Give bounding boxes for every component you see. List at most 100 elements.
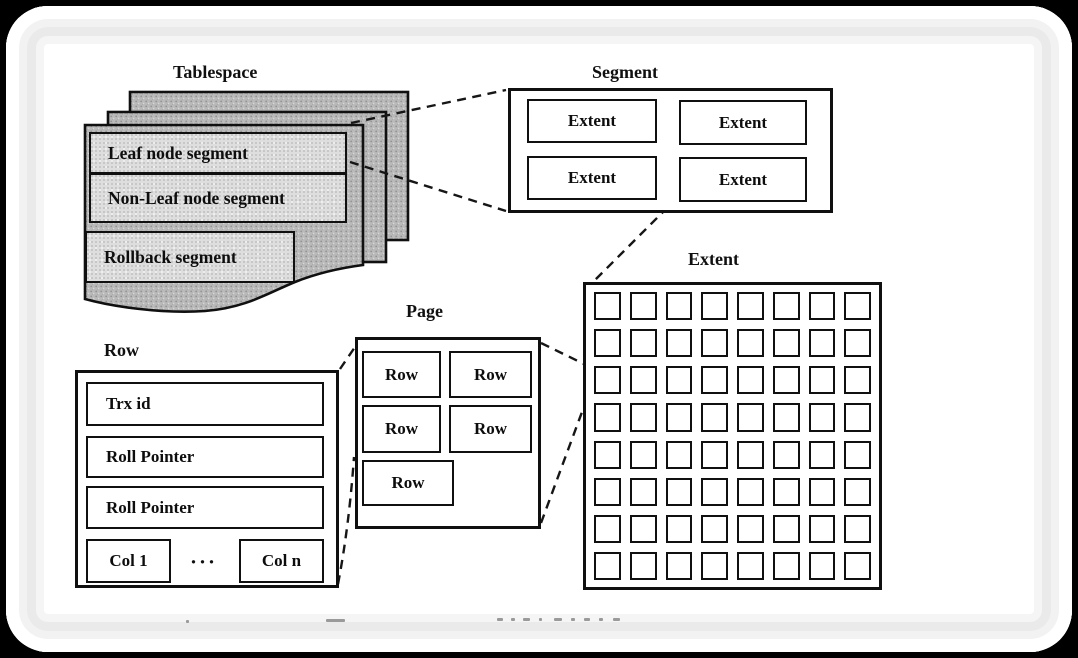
row-cell: Row xyxy=(362,460,454,506)
page-square xyxy=(808,514,836,543)
row-label: Row xyxy=(104,340,139,360)
non-leaf-node-segment-bar: Non-Leaf node segment xyxy=(89,173,347,223)
page-square xyxy=(737,514,764,543)
page-square xyxy=(772,292,800,321)
page-square xyxy=(844,440,871,469)
page-square xyxy=(737,329,764,358)
page-square xyxy=(844,329,871,358)
caption-fragment xyxy=(599,618,603,621)
row-box: Trx id Roll Pointer Roll Pointer Col 1 ·… xyxy=(75,370,339,588)
rollback-segment-bar: Rollback segment xyxy=(85,231,295,283)
extent-cell: Extent xyxy=(527,99,657,143)
page-square xyxy=(772,403,800,432)
row-cell: Row xyxy=(362,405,441,453)
page-square xyxy=(665,551,693,580)
page-square xyxy=(665,292,693,321)
page-square xyxy=(629,403,657,432)
leaf-node-segment-bar: Leaf node segment xyxy=(89,132,347,174)
page-square xyxy=(594,440,621,469)
page-square xyxy=(594,477,621,506)
roll-pointer-field: Roll Pointer xyxy=(86,486,324,529)
caption-fragment xyxy=(511,618,515,621)
page-square xyxy=(737,366,764,395)
caption-fragment xyxy=(497,618,503,621)
page-square xyxy=(772,477,800,506)
page-square xyxy=(629,551,657,580)
caption-fragment xyxy=(554,618,562,621)
extent-cell: Extent xyxy=(679,157,807,202)
page-square xyxy=(844,514,871,543)
tablespace-label: Tablespace xyxy=(173,62,258,82)
page-square xyxy=(844,551,871,580)
page-square xyxy=(701,514,728,543)
page-square xyxy=(808,366,836,395)
page-square xyxy=(629,366,657,395)
page-square xyxy=(594,329,621,358)
page-square xyxy=(772,329,800,358)
page-square xyxy=(629,514,657,543)
col-n-field: Col n xyxy=(239,539,324,583)
extent-cell: Extent xyxy=(527,156,657,200)
page-square xyxy=(844,403,871,432)
page-square xyxy=(629,440,657,469)
page-square xyxy=(701,403,728,432)
extent-cell: Extent xyxy=(679,100,807,145)
page-square xyxy=(665,514,693,543)
page-label: Page xyxy=(406,301,443,321)
page-square xyxy=(701,329,728,358)
page-square xyxy=(844,366,871,395)
page-square xyxy=(737,403,764,432)
page-square xyxy=(772,514,800,543)
page-square xyxy=(772,551,800,580)
page-square xyxy=(665,366,693,395)
page-square xyxy=(808,440,836,469)
page-square xyxy=(594,292,621,321)
page-square xyxy=(701,366,728,395)
page-square xyxy=(701,551,728,580)
caption-fragment xyxy=(571,618,575,621)
page-square xyxy=(629,329,657,358)
page-square xyxy=(844,477,871,506)
caption-fragment xyxy=(613,618,620,621)
row-cell: Row xyxy=(362,351,441,398)
page-square xyxy=(772,366,800,395)
caption-fragment xyxy=(539,618,542,621)
ellipsis: ··· xyxy=(190,550,218,574)
page-square xyxy=(701,477,728,506)
page-square xyxy=(737,292,764,321)
page-square xyxy=(808,477,836,506)
page-square xyxy=(772,440,800,469)
page-square xyxy=(665,477,693,506)
page-square xyxy=(737,551,764,580)
page-square xyxy=(594,403,621,432)
caption-fragment xyxy=(584,618,590,621)
extent-box xyxy=(583,282,882,590)
segment-label: Segment xyxy=(592,62,658,82)
roll-pointer-field: Roll Pointer xyxy=(86,436,324,478)
page-square xyxy=(594,551,621,580)
extent-label: Extent xyxy=(688,249,739,269)
page-square xyxy=(844,292,871,321)
page-box: Row Row Row Row Row xyxy=(355,337,541,529)
page-square xyxy=(808,403,836,432)
col-1-field: Col 1 xyxy=(86,539,171,583)
caption-fragment xyxy=(326,619,345,622)
page-square xyxy=(594,514,621,543)
row-cell: Row xyxy=(449,351,532,398)
page-square xyxy=(594,366,621,395)
page-square xyxy=(665,403,693,432)
page-square xyxy=(737,440,764,469)
page-square xyxy=(808,292,836,321)
segment-box: Extent Extent Extent Extent xyxy=(508,88,833,213)
page-square xyxy=(665,440,693,469)
page-square xyxy=(808,551,836,580)
extent-grid xyxy=(592,290,873,582)
page-square xyxy=(808,329,836,358)
trx-id-field: Trx id xyxy=(86,382,324,426)
page-square xyxy=(629,477,657,506)
page-square xyxy=(737,477,764,506)
page-square xyxy=(701,292,728,321)
caption-fragment xyxy=(523,618,530,621)
page-square xyxy=(629,292,657,321)
